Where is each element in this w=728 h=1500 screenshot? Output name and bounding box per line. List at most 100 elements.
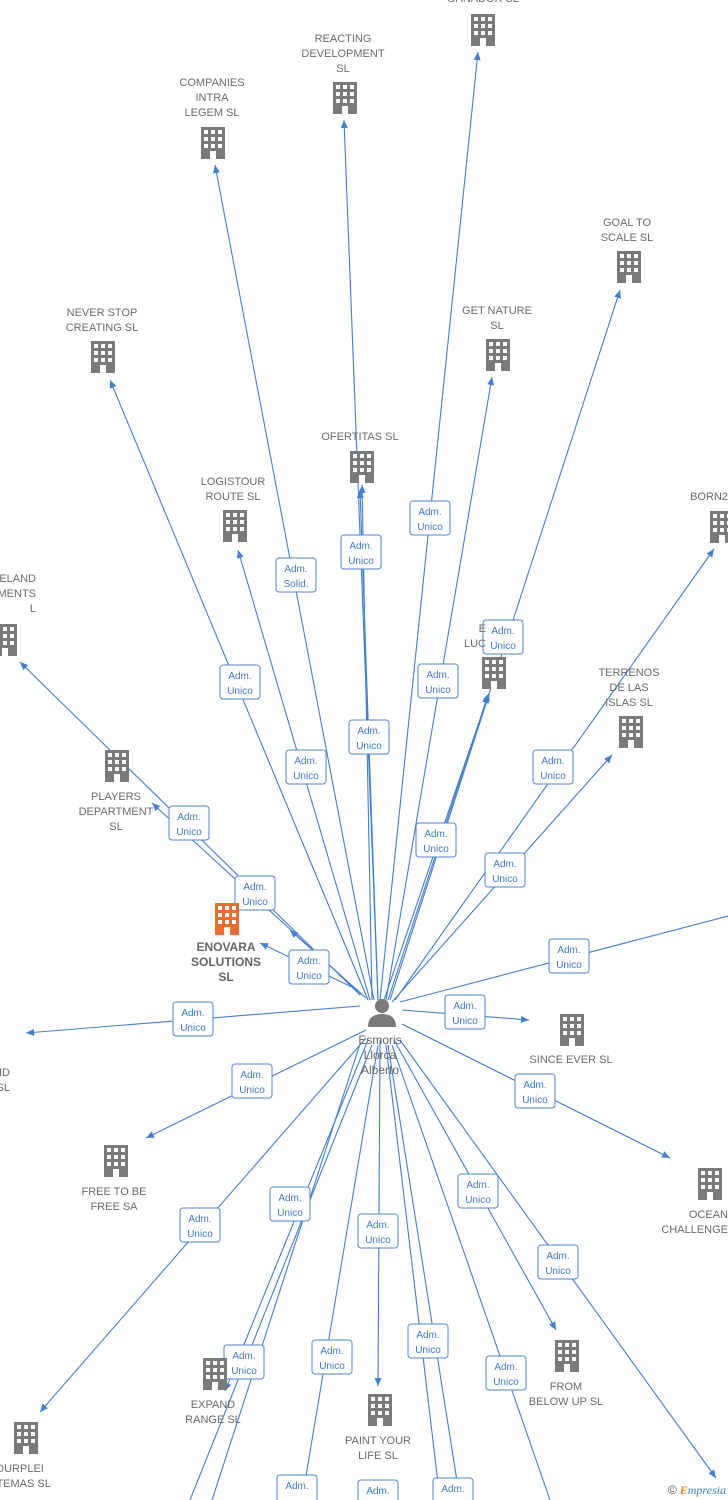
arrowhead-icon	[374, 1377, 382, 1386]
role-badge[interactable]: Adm. Unico	[409, 500, 451, 536]
arrowhead-icon	[146, 1131, 155, 1138]
role-badge[interactable]: Adm.Unico	[444, 994, 486, 1030]
role-badge-text: Adm.	[418, 507, 441, 518]
company-label: MENTS	[0, 588, 36, 600]
building-icon	[368, 1394, 392, 1426]
company-label: LIFE SL	[358, 1450, 398, 1462]
role-badge[interactable]: Adm.Unico	[484, 852, 526, 888]
role-badge[interactable]: Adm.Unico	[457, 1173, 499, 1209]
company-node-since-ever[interactable]: SINCE EVER SL	[529, 1014, 613, 1066]
role-badge[interactable]: Adm.Unico	[485, 1355, 527, 1391]
company-label: FREE TO BE	[81, 1186, 146, 1198]
role-badge[interactable]: Adm.Unico	[223, 1344, 265, 1380]
company-label: GOAL TO	[603, 217, 652, 229]
company-node-durplei[interactable]: DURPLEISTEMAS SL	[0, 1422, 51, 1490]
role-badge[interactable]: Adm.Solid.	[275, 557, 317, 593]
company-label: GET NATURE	[462, 305, 532, 317]
arrowhead-icon	[290, 930, 299, 938]
role-badge[interactable]: Adm.	[432, 1477, 474, 1500]
role-badge-text: Unico	[452, 1016, 478, 1027]
role-badge[interactable]: Adm.Unico	[482, 619, 524, 655]
role-badge-text: Adm.	[349, 541, 372, 552]
role-badge-text: Adm.	[188, 1214, 211, 1225]
arrowhead-icon	[473, 52, 481, 61]
company-label: BORN2	[690, 491, 728, 503]
building-icon	[104, 1145, 128, 1177]
role-badge-text: Unico	[556, 960, 582, 971]
role-badge-text: Adm.	[243, 882, 266, 893]
role-badge[interactable]: Adm.Unico	[179, 1207, 221, 1243]
arrowhead-icon	[708, 1469, 716, 1478]
building-icon	[482, 657, 506, 689]
company-label: SL	[490, 320, 503, 332]
role-badge[interactable]: Adm.Unico	[311, 1339, 353, 1375]
role-badge[interactable]: Adm.Unico	[172, 1001, 214, 1037]
role-badge[interactable]: Adm.	[357, 1479, 399, 1500]
role-badge-text: Adm.	[491, 626, 514, 637]
role-badge[interactable]: Adm.	[276, 1474, 318, 1500]
company-node-ganador[interactable]: GANADOR SL	[447, 0, 519, 46]
building-icon	[698, 1168, 722, 1200]
role-badge[interactable]: Adm.Unico	[285, 749, 327, 785]
building-icon	[203, 1358, 227, 1390]
role-badge[interactable]: Adm.Unico	[417, 663, 459, 699]
role-badge[interactable]: Adm.Unico	[407, 1323, 449, 1359]
building-icon	[91, 341, 115, 373]
company-node-left-partial[interactable]: IDE SL	[0, 1034, 10, 1094]
role-badge[interactable]: Adm.Unico	[168, 805, 210, 841]
role-badge[interactable]: Adm.Unico	[357, 1213, 399, 1249]
arrowhead-icon	[260, 943, 269, 950]
company-label: TERRENOS	[598, 667, 659, 679]
relation-edge	[385, 1044, 441, 1500]
role-badge[interactable]: Adm.Unico	[234, 875, 276, 911]
arrowhead-icon	[358, 485, 366, 494]
company-label: OCEAN	[689, 1209, 728, 1221]
building-icon	[486, 339, 510, 371]
role-badge-text: Unico	[545, 1266, 571, 1277]
relation-edge	[211, 1043, 361, 1500]
role-badge[interactable]: Adm.Unico	[269, 1186, 311, 1222]
building-icon	[201, 127, 225, 159]
role-badge-text: Solid.	[283, 579, 308, 590]
role-badge[interactable]: Adm.Unico	[514, 1073, 556, 1109]
role-badge-text: Adm.	[240, 1070, 263, 1081]
company-label: L	[30, 603, 36, 615]
role-badge[interactable]: Adm.Unico	[231, 1063, 273, 1099]
arrowhead-icon	[213, 165, 220, 174]
company-label: REACTING	[315, 33, 372, 45]
company-node-born2[interactable]: BORN2	[690, 491, 728, 543]
role-badge[interactable]: Adm.Unico	[219, 664, 261, 700]
building-icon	[333, 82, 357, 114]
role-badge[interactable]: Adm.Unico	[532, 749, 574, 785]
role-badge-text: Adm.	[557, 945, 580, 956]
role-badge-text: Unico	[417, 522, 443, 533]
company-label: COMPANIES	[179, 77, 244, 89]
role-badge[interactable]: Adm.Unico	[340, 534, 382, 570]
company-node-ofertitas[interactable]: OFERTITAS SL	[321, 431, 399, 483]
role-badge-text: Unico	[492, 874, 518, 885]
role-badge[interactable]: Adm.Unico	[415, 822, 457, 858]
arrowhead-icon	[152, 803, 161, 811]
role-badge[interactable]: Adm.Unico	[288, 949, 330, 985]
role-badge[interactable]: Adm.Unico	[348, 719, 390, 755]
role-badge[interactable]: Adm.Unico	[537, 1244, 579, 1280]
company-node-get-nature[interactable]: GET NATURE SL	[462, 305, 532, 371]
role-badge[interactable]: Adm. Unico	[548, 938, 590, 974]
